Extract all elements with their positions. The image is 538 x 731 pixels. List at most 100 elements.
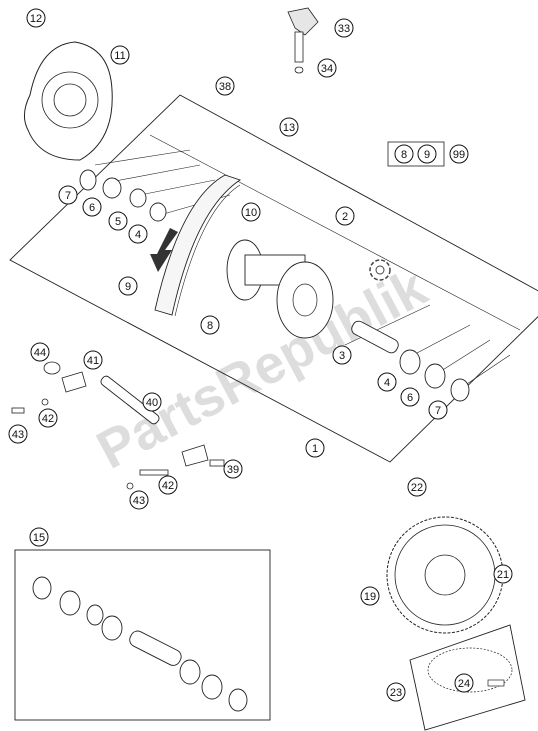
callout-13: 13 bbox=[279, 117, 299, 137]
callout-38: 38 bbox=[215, 76, 235, 96]
callout-circle bbox=[407, 477, 427, 497]
callout-40: 40 bbox=[142, 392, 162, 412]
callout-22: 22 bbox=[407, 477, 427, 497]
callout-21: 21 bbox=[493, 564, 513, 584]
callout-23: 23 bbox=[386, 682, 406, 702]
callout-33: 33 bbox=[334, 18, 354, 38]
callout-circle bbox=[108, 211, 128, 231]
callout-7: 7 bbox=[58, 185, 78, 205]
callout-circle bbox=[38, 408, 58, 428]
callout-2: 2 bbox=[335, 206, 355, 226]
callout-label: 22 bbox=[411, 482, 423, 494]
callout-circle bbox=[200, 315, 220, 335]
spacer-part bbox=[351, 320, 399, 354]
callout-circle bbox=[334, 18, 354, 38]
callout-circle bbox=[386, 682, 406, 702]
callout-label: 43 bbox=[133, 495, 145, 507]
callout-label: 99 bbox=[453, 149, 465, 161]
callout-label: 4 bbox=[135, 229, 141, 241]
callout-circle bbox=[118, 276, 138, 296]
callout-circle bbox=[30, 342, 50, 362]
callout-label: 4 bbox=[384, 377, 390, 389]
callout-label: 8 bbox=[207, 320, 213, 332]
chain-adjusters bbox=[11, 361, 225, 490]
callout-3: 3 bbox=[332, 345, 352, 365]
callout-label: 9 bbox=[424, 149, 430, 161]
callout-circle bbox=[493, 564, 513, 584]
callout-39: 39 bbox=[223, 459, 243, 479]
callout-circle bbox=[449, 144, 469, 164]
bearing-kit-box bbox=[14, 549, 271, 721]
callout-12: 12 bbox=[26, 8, 46, 28]
rim-part bbox=[154, 174, 242, 317]
callout-circle bbox=[26, 8, 46, 28]
callout-label: 2 bbox=[342, 211, 348, 223]
kit-box-8-9 bbox=[387, 141, 445, 167]
callout-circle bbox=[377, 372, 397, 392]
callout-label: 33 bbox=[338, 23, 350, 35]
brake-disc-part bbox=[24, 41, 113, 161]
callout-10: 10 bbox=[241, 202, 261, 222]
callout-label: 24 bbox=[458, 678, 470, 690]
callout-label: 1 bbox=[312, 443, 318, 455]
callout-43: 43 bbox=[129, 490, 149, 510]
callout-9: 9 bbox=[118, 276, 138, 296]
callout-label: 42 bbox=[162, 480, 174, 492]
callout-43: 43 bbox=[8, 424, 28, 444]
callout-label: 21 bbox=[497, 569, 509, 581]
wheel-assembly-outline bbox=[9, 94, 538, 463]
callout-6: 6 bbox=[82, 197, 102, 217]
callout-label: 44 bbox=[34, 347, 46, 359]
callout-circle bbox=[279, 117, 299, 137]
callout-circle bbox=[29, 527, 49, 547]
callout-circle bbox=[454, 673, 474, 693]
callout-circle bbox=[241, 202, 261, 222]
callout-19: 19 bbox=[360, 586, 380, 606]
callout-7: 7 bbox=[428, 400, 448, 420]
callout-label: 3 bbox=[339, 350, 345, 362]
callout-label: 12 bbox=[30, 13, 42, 25]
callout-label: 15 bbox=[33, 532, 45, 544]
chain-box bbox=[409, 624, 526, 731]
callout-circle bbox=[394, 144, 414, 164]
callout-1: 1 bbox=[305, 438, 325, 458]
gear-icon bbox=[369, 259, 391, 281]
callout-44: 44 bbox=[30, 342, 50, 362]
callout-circle bbox=[128, 224, 148, 244]
callout-circle bbox=[82, 197, 102, 217]
callout-11: 11 bbox=[110, 45, 130, 65]
callout-label: 39 bbox=[227, 464, 239, 476]
callout-label: 41 bbox=[87, 355, 99, 367]
callout-42: 42 bbox=[38, 408, 58, 428]
callout-42: 42 bbox=[158, 475, 178, 495]
callout-5: 5 bbox=[108, 211, 128, 231]
callout-circle bbox=[8, 424, 28, 444]
callout-circle bbox=[332, 345, 352, 365]
callout-circle bbox=[223, 459, 243, 479]
callout-label: 38 bbox=[219, 81, 231, 93]
callout-34: 34 bbox=[317, 58, 337, 78]
callout-label: 5 bbox=[115, 216, 121, 228]
left-bearings bbox=[79, 169, 167, 222]
callout-4: 4 bbox=[377, 372, 397, 392]
callout-label: 19 bbox=[364, 591, 376, 603]
callout-circle bbox=[110, 45, 130, 65]
callout-circle bbox=[129, 490, 149, 510]
hub-part bbox=[226, 239, 334, 339]
callout-circle bbox=[428, 400, 448, 420]
rotation-arrow bbox=[150, 228, 178, 272]
callout-label: 8 bbox=[401, 149, 407, 161]
callout-circle bbox=[335, 206, 355, 226]
callout-24: 24 bbox=[454, 673, 474, 693]
callout-label: 43 bbox=[12, 429, 24, 441]
callout-circle bbox=[58, 185, 78, 205]
callout-circle bbox=[158, 475, 178, 495]
callout-8: 8 bbox=[394, 144, 414, 164]
axle-part bbox=[100, 375, 160, 425]
watermark: PartsRepublik bbox=[87, 257, 437, 481]
callout-label: 42 bbox=[42, 413, 54, 425]
callout-label: 40 bbox=[146, 397, 158, 409]
callout-label: 11 bbox=[114, 50, 125, 62]
callout-label: 23 bbox=[390, 687, 402, 699]
